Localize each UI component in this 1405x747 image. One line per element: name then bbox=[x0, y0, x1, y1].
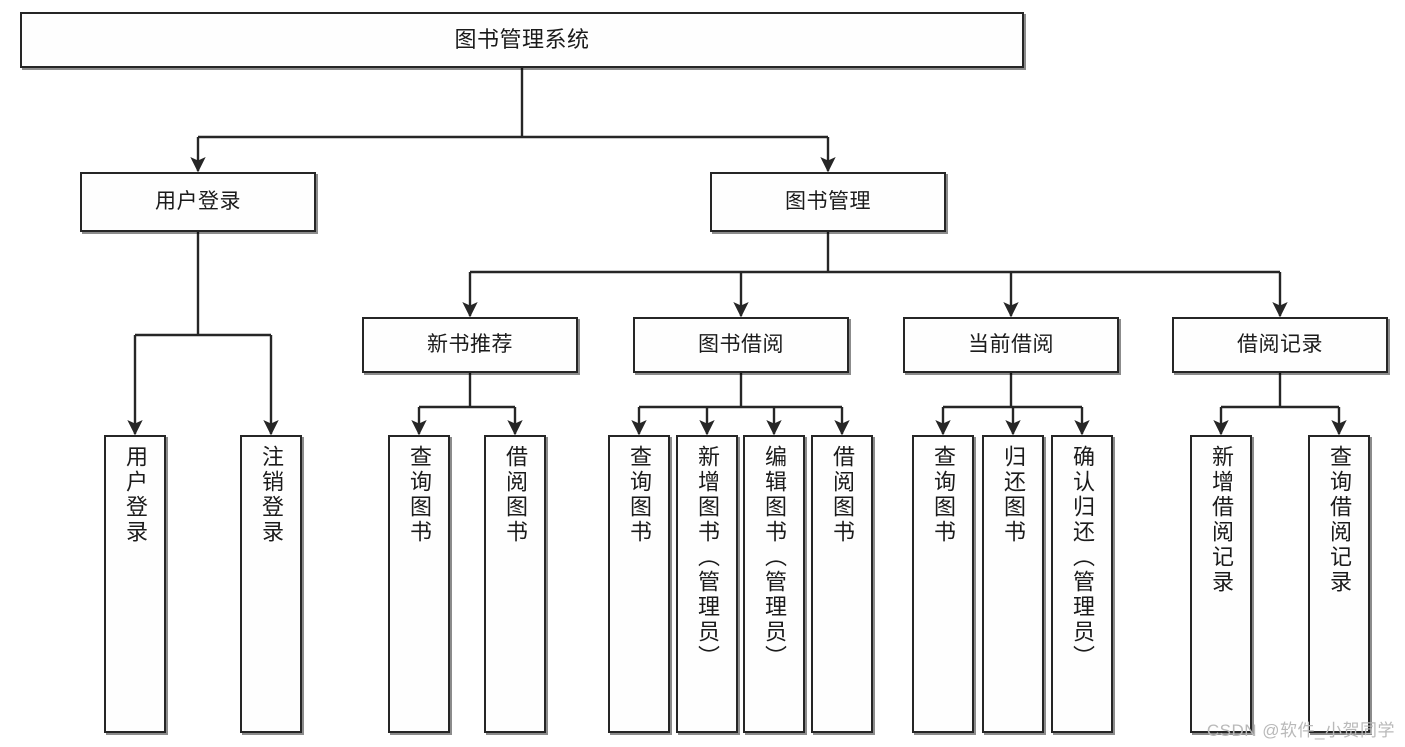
node-root[interactable]: 图书管理系统 bbox=[20, 12, 1024, 68]
node-record[interactable]: 借阅记录 bbox=[1172, 317, 1388, 373]
node-leaf-newbook-1[interactable]: 查询图书 bbox=[388, 435, 450, 733]
node-label: 图书管理系统 bbox=[454, 27, 590, 53]
node-bookmgmt[interactable]: 图书管理 bbox=[710, 172, 946, 232]
node-leaf-borrow-1[interactable]: 查询图书 bbox=[608, 435, 670, 733]
node-leaf-borrow-4[interactable]: 借阅图书 bbox=[811, 435, 873, 733]
node-label: 确认归还（管理员） bbox=[1069, 445, 1095, 670]
connector-lines bbox=[127, 68, 1347, 436]
node-label: 用户登录 bbox=[155, 189, 241, 213]
node-borrow[interactable]: 图书借阅 bbox=[633, 317, 849, 373]
node-label: 查询借阅记录 bbox=[1326, 445, 1352, 595]
node-label: 借阅图书 bbox=[829, 445, 855, 545]
node-label: 新书推荐 bbox=[427, 332, 513, 356]
node-label: 查询图书 bbox=[930, 445, 956, 545]
node-label: 查询图书 bbox=[406, 445, 432, 545]
node-leaf-borrow-2[interactable]: 新增图书（管理员） bbox=[676, 435, 738, 733]
node-label: 借阅图书 bbox=[502, 445, 528, 545]
node-newbook[interactable]: 新书推荐 bbox=[362, 317, 578, 373]
node-leaf-login-1[interactable]: 用户登录 bbox=[104, 435, 166, 733]
node-label: 编辑图书（管理员） bbox=[761, 445, 787, 670]
node-label: 注销登录 bbox=[258, 445, 284, 545]
node-label: 归还图书 bbox=[1000, 445, 1026, 545]
node-label: 用户登录 bbox=[122, 445, 148, 545]
node-label: 查询图书 bbox=[626, 445, 652, 545]
node-label: 图书借阅 bbox=[698, 332, 784, 356]
node-label: 新增图书（管理员） bbox=[694, 445, 720, 670]
node-leaf-newbook-2[interactable]: 借阅图书 bbox=[484, 435, 546, 733]
watermark: CSDN @软件_小贺同学 bbox=[1206, 721, 1395, 740]
node-leaf-borrow-3[interactable]: 编辑图书（管理员） bbox=[743, 435, 805, 733]
node-leaf-record-2[interactable]: 查询借阅记录 bbox=[1308, 435, 1370, 733]
node-leaf-current-2[interactable]: 归还图书 bbox=[982, 435, 1044, 733]
node-leaf-current-3[interactable]: 确认归还（管理员） bbox=[1051, 435, 1113, 733]
node-leaf-record-1[interactable]: 新增借阅记录 bbox=[1190, 435, 1252, 733]
node-current[interactable]: 当前借阅 bbox=[903, 317, 1119, 373]
node-label: 图书管理 bbox=[785, 189, 871, 213]
node-label: 新增借阅记录 bbox=[1208, 445, 1234, 595]
node-label: 借阅记录 bbox=[1237, 332, 1323, 356]
node-leaf-current-1[interactable]: 查询图书 bbox=[912, 435, 974, 733]
node-login[interactable]: 用户登录 bbox=[80, 172, 316, 232]
node-leaf-login-2[interactable]: 注销登录 bbox=[240, 435, 302, 733]
node-label: 当前借阅 bbox=[968, 332, 1054, 356]
